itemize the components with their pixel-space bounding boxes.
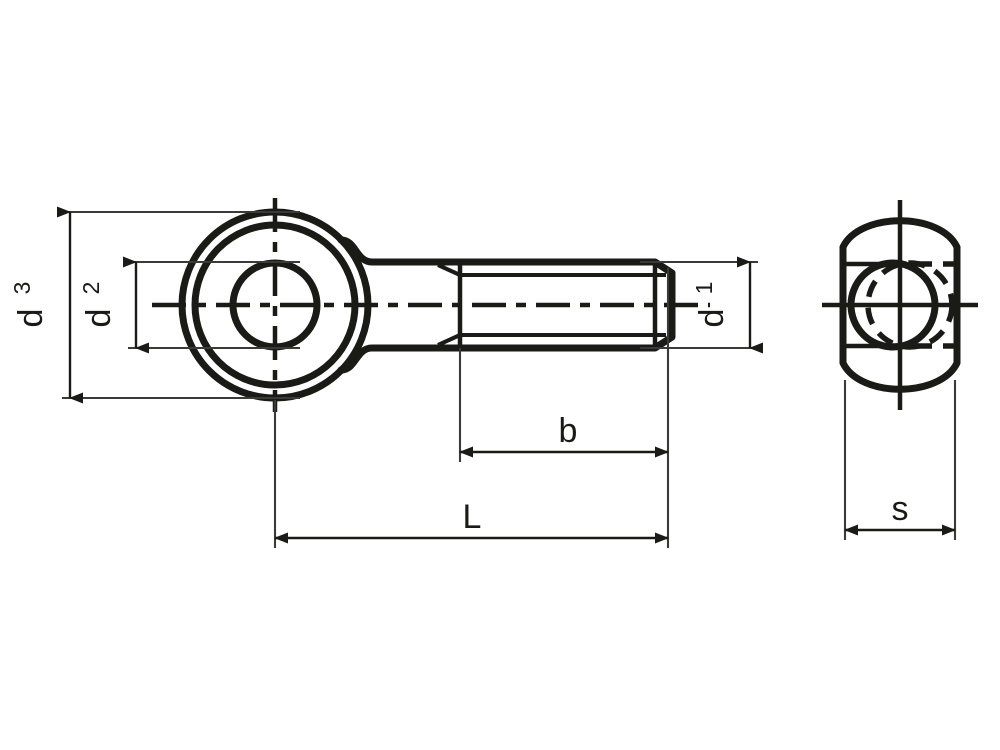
d1-label: d: [693, 309, 731, 328]
front-view-group: [152, 198, 710, 412]
side-view-group: [822, 200, 978, 410]
thread-runout-top: [437, 263, 461, 277]
side-view-outline: [839, 217, 961, 393]
thread-runout-bottom: [437, 333, 461, 347]
d2-label-subscript: 2: [78, 282, 104, 295]
dimension-b: b: [458, 268, 670, 462]
d2-label: d: [80, 309, 118, 328]
dimension-s: s: [843, 380, 957, 540]
d1-label-subscript: 1: [691, 282, 717, 295]
d3-label: d: [12, 309, 50, 328]
s-label: s: [892, 490, 909, 528]
dimension-L: L: [273, 400, 670, 548]
b-label: b: [559, 412, 578, 450]
d3-label-subscript: 3: [9, 282, 35, 295]
L-label: L: [463, 498, 482, 536]
dimension-d3: d 3: [9, 206, 300, 404]
dimension-d2: d 2: [78, 256, 300, 354]
dimension-d1: d 1: [640, 256, 763, 354]
